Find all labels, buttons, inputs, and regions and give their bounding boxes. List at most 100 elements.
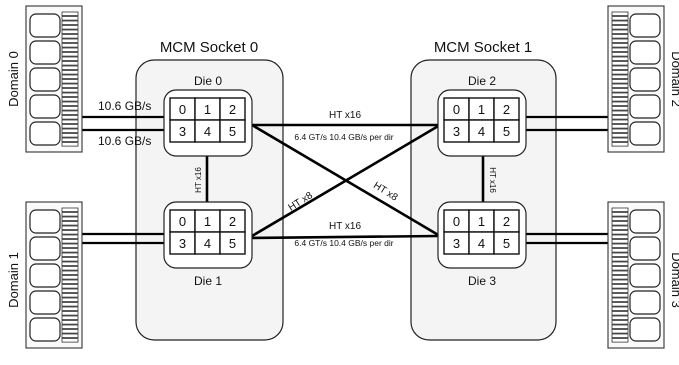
core-cell: 2 bbox=[219, 97, 246, 121]
core-cell: 5 bbox=[219, 231, 246, 255]
ht-cross-left-label: HT x8 bbox=[287, 190, 316, 214]
core-number: 3 bbox=[179, 124, 186, 139]
core-number: 5 bbox=[229, 236, 236, 251]
dimm-slot bbox=[29, 236, 61, 261]
ht-top-rate-label: 6.4 GT/s 10.4 GB/s per dir bbox=[294, 132, 393, 142]
core-cell: 4 bbox=[468, 119, 495, 143]
die-3-title: Die 3 bbox=[468, 274, 496, 288]
memory-domain-1 bbox=[25, 201, 83, 349]
die-1-title: Die 1 bbox=[194, 274, 222, 288]
core-number: 3 bbox=[179, 236, 186, 251]
socket-0-title: MCM Socket 0 bbox=[160, 39, 258, 56]
dimm-slot bbox=[29, 13, 61, 38]
socket-1-title: MCM Socket 1 bbox=[434, 39, 532, 56]
ht-link-die1-die3 bbox=[251, 234, 439, 240]
core-cell: 4 bbox=[194, 231, 221, 255]
dimm-slot bbox=[29, 67, 61, 92]
dimm-pin-strip bbox=[611, 207, 629, 343]
core-number: 4 bbox=[204, 236, 211, 251]
ht-bottom-rate-label: 6.4 GT/s 10.4 GB/s per dir bbox=[294, 238, 393, 248]
core-cell: 0 bbox=[169, 209, 196, 233]
core-number: 0 bbox=[453, 102, 460, 117]
core-cell: 0 bbox=[443, 209, 470, 233]
core-number: 5 bbox=[503, 124, 510, 139]
dimm-slot bbox=[629, 94, 661, 119]
dimm-pin-strip bbox=[61, 207, 79, 343]
core-number: 4 bbox=[478, 124, 485, 139]
dimm-slot bbox=[29, 121, 61, 146]
core-number: 0 bbox=[179, 214, 186, 229]
core-number: 1 bbox=[478, 102, 485, 117]
domain-2-label: Domain 2 bbox=[669, 51, 679, 107]
domain-3-label: Domain 3 bbox=[669, 252, 679, 308]
ht-vertical-left-label: HT x16 bbox=[194, 167, 203, 193]
die-1: Die 1 0 1 2 3 4 5 bbox=[163, 201, 253, 288]
core-number: 2 bbox=[503, 102, 510, 117]
memory-link-domain-1 bbox=[82, 232, 168, 245]
core-cell: 3 bbox=[443, 119, 470, 143]
core-cell: 1 bbox=[194, 209, 221, 233]
core-number: 3 bbox=[453, 236, 460, 251]
core-cell: 2 bbox=[219, 209, 246, 233]
core-cell: 2 bbox=[493, 97, 520, 121]
core-number: 5 bbox=[229, 124, 236, 139]
die-0-title: Die 0 bbox=[194, 74, 222, 88]
ht-link-die1-die2 bbox=[251, 123, 441, 238]
memory-domain-0 bbox=[25, 5, 83, 153]
die-0: Die 0 0 1 2 3 4 5 bbox=[163, 74, 253, 157]
core-number: 1 bbox=[204, 214, 211, 229]
domain-0-label: Domain 0 bbox=[6, 51, 21, 107]
dimm-pin-strip bbox=[61, 11, 79, 147]
dimm-slot bbox=[629, 209, 661, 234]
ht-cross-right-label: HT x8 bbox=[371, 180, 400, 204]
core-cell: 4 bbox=[194, 119, 221, 143]
dimm-slot bbox=[29, 209, 61, 234]
memory-link-domain-3 bbox=[522, 232, 608, 245]
dimm-slot bbox=[629, 67, 661, 92]
core-cell: 5 bbox=[219, 119, 246, 143]
core-cell: 5 bbox=[493, 231, 520, 255]
memory-bandwidth-label-lower: 10.6 GB/s bbox=[98, 134, 151, 148]
core-number: 4 bbox=[478, 236, 485, 251]
dimm-slot bbox=[629, 13, 661, 38]
core-number: 2 bbox=[229, 102, 236, 117]
core-number: 0 bbox=[179, 102, 186, 117]
core-cell: 2 bbox=[493, 209, 520, 233]
memory-link-domain-2 bbox=[522, 115, 608, 132]
core-number: 2 bbox=[503, 214, 510, 229]
core-cell: 1 bbox=[194, 97, 221, 121]
dimm-slot bbox=[29, 40, 61, 65]
core-number: 2 bbox=[229, 214, 236, 229]
memory-domain-2 bbox=[607, 5, 665, 153]
dimm-pin-strip bbox=[611, 11, 629, 147]
dimm-slot bbox=[629, 236, 661, 261]
core-number: 4 bbox=[204, 124, 211, 139]
core-number: 1 bbox=[204, 102, 211, 117]
dimm-slot bbox=[29, 94, 61, 119]
core-number: 5 bbox=[503, 236, 510, 251]
core-cell: 1 bbox=[468, 209, 495, 233]
die-2-title: Die 2 bbox=[468, 74, 496, 88]
core-cell: 4 bbox=[468, 231, 495, 255]
core-cell: 1 bbox=[468, 97, 495, 121]
dimm-slot bbox=[629, 40, 661, 65]
ht-top-label: HT x16 bbox=[329, 110, 361, 121]
dimm-slot bbox=[629, 317, 661, 342]
core-cell: 0 bbox=[169, 97, 196, 121]
dimm-slot bbox=[629, 290, 661, 315]
ht-bottom-label: HT x16 bbox=[329, 221, 361, 232]
dimm-slot bbox=[629, 121, 661, 146]
dimm-slot bbox=[629, 263, 661, 288]
ht-vertical-right-label: HT x16 bbox=[488, 167, 497, 193]
domain-1-label: Domain 1 bbox=[6, 252, 21, 308]
core-cell: 0 bbox=[443, 97, 470, 121]
core-cell: 3 bbox=[169, 119, 196, 143]
memory-bandwidth-label-upper: 10.6 GB/s bbox=[98, 99, 151, 113]
core-cell: 5 bbox=[493, 119, 520, 143]
memory-link-domain-0 bbox=[82, 115, 168, 132]
core-number: 0 bbox=[453, 214, 460, 229]
